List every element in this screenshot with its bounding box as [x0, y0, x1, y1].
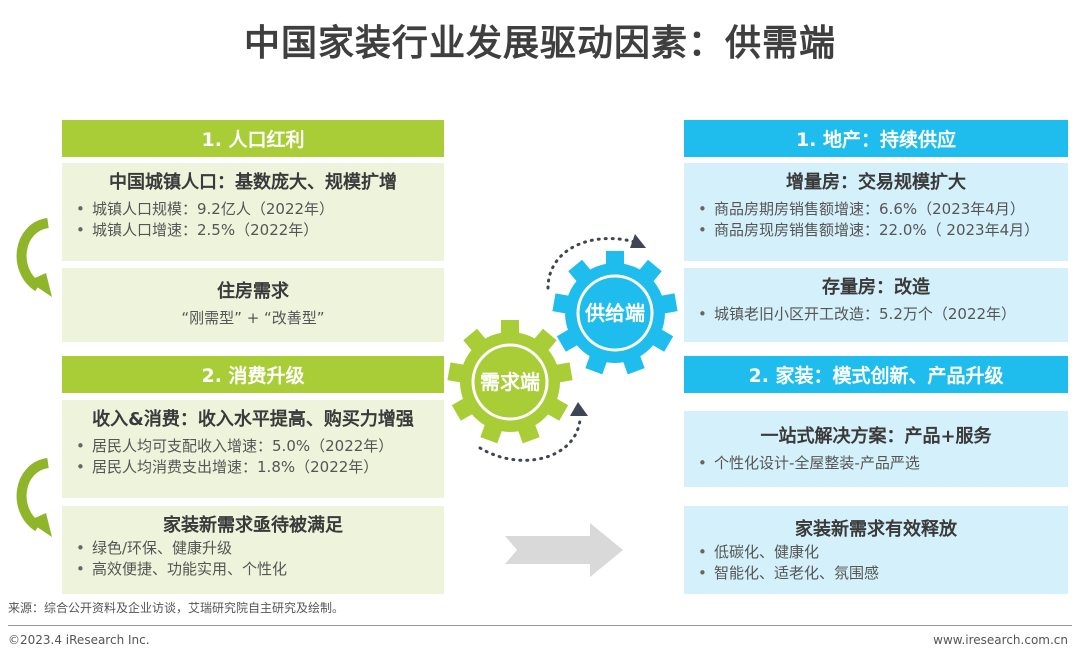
demand-new-needs-box: 家装新需求亟待被满足 绿色/环保、健康升级 高效便捷、功能实用、个性化 — [62, 506, 444, 594]
gears-diagram: 供给端 需求端 — [447, 234, 678, 462]
demand-new-needs-title: 家装新需求亟待被满足 — [163, 515, 343, 536]
bullet-item: 城镇人口规模：9.2亿人（2022年） — [74, 199, 432, 220]
bullet-item: 绿色/环保、健康升级 — [74, 538, 432, 559]
bullet-item: 商品房期房销售额增速：6.6%（2023年4月） — [696, 199, 1056, 220]
supply-section-2-header: 2. 家装：模式创新、产品升级 — [684, 356, 1068, 393]
bullet-item: 城镇老旧小区开工改造：5.2万个（2022年） — [696, 304, 1056, 325]
demand-housing-title: 住房需求 — [217, 281, 289, 302]
bullet-item: 高效便捷、功能实用、个性化 — [74, 559, 432, 580]
bullet-item: 居民人均消费支出增速：1.8%（2022年） — [74, 457, 432, 478]
demand-population-box: 中国城镇人口：基数庞大、规模扩增 城镇人口规模：9.2亿人（2022年） 城镇人… — [62, 163, 444, 261]
website-link[interactable]: www.iresearch.com.cn — [933, 633, 1068, 647]
arrowhead-icon — [570, 402, 588, 416]
supply-gear-label: 供给端 — [584, 301, 645, 325]
demand-section-2-header: 2. 消费升级 — [62, 356, 444, 393]
curved-arrow-icon — [16, 218, 52, 297]
curved-arrow-icon — [16, 458, 52, 537]
dotted-arc-bottom — [478, 418, 582, 462]
supply-existing-housing-box: 存量房：改造 城镇老旧小区开工改造：5.2万个（2022年） — [684, 268, 1068, 342]
footer-divider — [8, 625, 1072, 626]
bullet-item: 智能化、适老化、氛围感 — [696, 563, 1056, 584]
demand-income-box: 收入&消费：收入水平提高、购买力增强 居民人均可支配收入增速：5.0%（2022… — [62, 400, 444, 498]
supply-section-2-header-text: 2. 家装：模式创新、产品升级 — [748, 365, 1004, 387]
demand-population-title: 中国城镇人口：基数庞大、规模扩增 — [109, 172, 397, 193]
right-arrow-icon — [505, 523, 623, 577]
bullet-item: 低碳化、健康化 — [696, 542, 1056, 563]
supply-gear-icon — [552, 251, 678, 375]
supply-one-stop-box: 一站式解决方案：产品+服务 个性化设计-全屋整装-产品严选 — [684, 411, 1068, 487]
bullet-item: 居民人均可支配收入增速：5.0%（2022年） — [74, 436, 432, 457]
arrowhead-icon — [630, 234, 646, 248]
page-title: 中国家装行业发展驱动因素：供需端 — [243, 23, 836, 64]
demand-gear-icon — [447, 320, 573, 444]
demand-housing-box: 住房需求 “刚需型” + “改善型” — [62, 268, 444, 342]
supply-release-title: 家装新需求有效释放 — [795, 519, 957, 540]
demand-income-title: 收入&消费：收入水平提高、购买力增强 — [92, 409, 414, 430]
supply-release-box: 家装新需求有效释放 低碳化、健康化 智能化、适老化、氛围感 — [684, 506, 1068, 594]
copyright: ©2023.4 iResearch Inc. — [8, 633, 150, 647]
supply-one-stop-title: 一站式解决方案：产品+服务 — [760, 426, 992, 447]
bullet-item: 城镇人口增速：2.5%（2022年） — [74, 220, 432, 241]
demand-section-1-header-text: 1. 人口红利 — [201, 129, 305, 151]
dotted-arc-top — [546, 237, 637, 290]
supply-section-1-header: 1. 地产：持续供应 — [684, 120, 1068, 157]
bullet-item: 商品房现房销售额增速：22.0%（ 2023年4月） — [696, 220, 1056, 241]
bullet-item: 个性化设计-全屋整装-产品严选 — [696, 453, 1056, 474]
demand-gear-label: 需求端 — [480, 370, 540, 394]
source-note: 来源：综合公开资料及企业访谈，艾瑞研究院自主研究及绘制。 — [8, 601, 345, 615]
supply-section-1-header-text: 1. 地产：持续供应 — [795, 129, 957, 151]
demand-section-1-header: 1. 人口红利 — [62, 120, 444, 157]
demand-section-2-header-text: 2. 消费升级 — [201, 365, 305, 387]
demand-housing-subtitle: “刚需型” + “改善型” — [181, 309, 325, 327]
supply-new-housing-title: 增量房：交易规模扩大 — [786, 172, 966, 193]
supply-existing-housing-title: 存量房：改造 — [822, 277, 930, 298]
supply-new-housing-box: 增量房：交易规模扩大 商品房期房销售额增速：6.6%（2023年4月） 商品房现… — [684, 163, 1068, 261]
